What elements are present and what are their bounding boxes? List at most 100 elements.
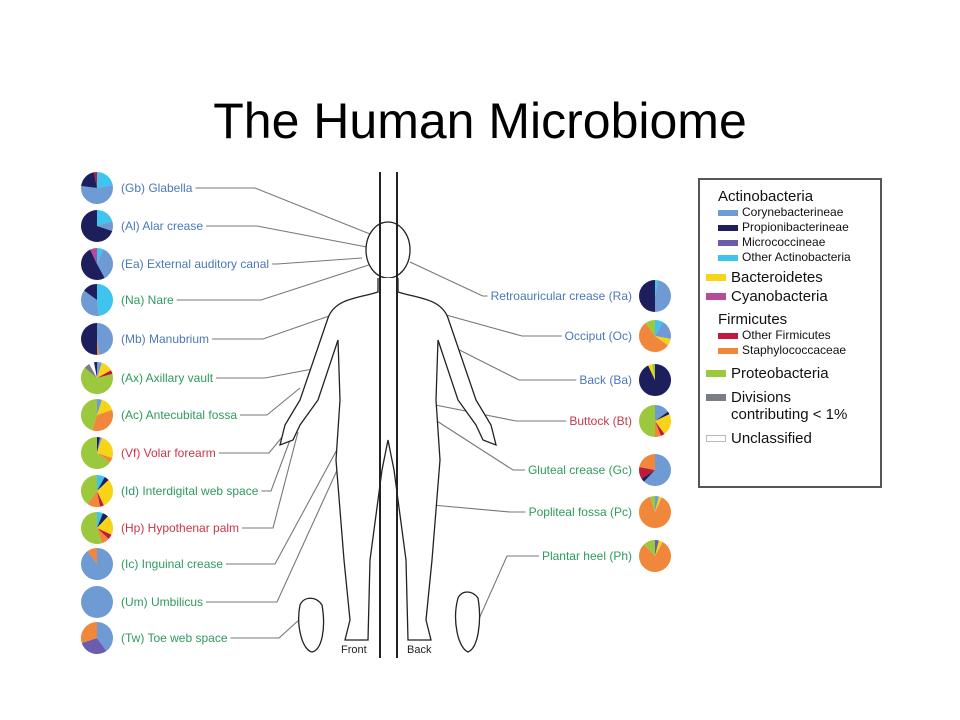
legend-staphylococcaceae: Staphylococcaceae bbox=[718, 343, 876, 358]
pie-slice-corynebacterineae bbox=[644, 454, 671, 486]
pie-slice-proteobacteria bbox=[81, 437, 110, 469]
leader-line bbox=[230, 609, 311, 639]
pie-front-8 bbox=[80, 475, 113, 507]
pie-slice-staphylococcaceae bbox=[81, 622, 97, 643]
legend: Actinobacteria Corynebacterineae Propion… bbox=[698, 178, 882, 488]
body-outline bbox=[279, 221, 497, 653]
legend-label: Divisions bbox=[731, 389, 792, 406]
pie-slice-bacteroidetes bbox=[97, 399, 113, 415]
pie-front-11 bbox=[81, 586, 113, 618]
site-label-front: (Tw) Toe web space bbox=[121, 631, 228, 645]
pie-slice-proteobacteria bbox=[81, 367, 113, 394]
leader-line bbox=[176, 261, 379, 301]
pie-front-1 bbox=[81, 210, 113, 242]
pie-slice-staphylococcaceae bbox=[97, 339, 100, 355]
site-label-back: Retroauricular crease (Ra) bbox=[490, 289, 632, 303]
swatch bbox=[718, 332, 738, 339]
pie-slice-corynebacterineae bbox=[655, 280, 671, 312]
legend-label: Cyanobacteria bbox=[731, 288, 828, 305]
pie-slice-propionibacterineae bbox=[94, 362, 97, 378]
back-label: Back bbox=[407, 644, 432, 656]
pie-slice-micrococcineae bbox=[81, 638, 107, 654]
pie-slice-proteobacteria bbox=[652, 364, 655, 380]
pie-slice-staphylococcaceae bbox=[639, 454, 655, 470]
swatch bbox=[706, 293, 726, 300]
leader-line bbox=[409, 261, 488, 297]
pie-front-6 bbox=[80, 399, 114, 432]
pie-slice-bacteroidetes bbox=[655, 336, 671, 346]
site-label-front: (Ic) Inguinal crease bbox=[121, 557, 224, 571]
site-label-front: (Um) Umbilicus bbox=[121, 595, 203, 609]
pie-slice-proteobacteria bbox=[650, 496, 655, 512]
pie-slice-proteobacteria bbox=[639, 405, 655, 437]
leader-line bbox=[240, 387, 301, 416]
pie-front-12 bbox=[81, 622, 114, 654]
legend-label: Corynebacterineae bbox=[742, 205, 844, 219]
pie-slice-bacteroidetes bbox=[97, 362, 112, 378]
pie-slice-unclassified bbox=[89, 362, 97, 378]
leader-line bbox=[206, 225, 373, 249]
legend-label: Unclassified bbox=[731, 430, 812, 447]
pie-slice-propionibacterineae bbox=[655, 411, 670, 421]
pie-front-0 bbox=[81, 172, 114, 205]
pie-slice-corynebacterineae bbox=[97, 399, 102, 415]
site-label-front: (Id) Interdigital web space bbox=[121, 484, 259, 498]
pie-slice-other-actinobacteria bbox=[97, 284, 114, 316]
legend-corynebacterineae: Corynebacterineae bbox=[718, 205, 876, 220]
swatch bbox=[706, 394, 726, 401]
pie-slice-corynebacterineae bbox=[97, 362, 102, 378]
legend-micrococcineae: Micrococcineae bbox=[718, 235, 876, 250]
pie-slice-other-actinobacteria bbox=[97, 248, 103, 264]
swatch bbox=[718, 209, 738, 216]
legend-cyanobacteria: Cyanobacteria bbox=[706, 287, 876, 306]
pie-slice-corynebacterineae bbox=[97, 221, 113, 231]
pie-front-7 bbox=[81, 437, 114, 469]
pie-front-2 bbox=[81, 248, 113, 280]
pie-slice-other-actinobacteria bbox=[655, 320, 663, 336]
site-label-front: (Mb) Manubrium bbox=[121, 332, 210, 346]
legend-actinobacteria-heading: Actinobacteria bbox=[718, 188, 814, 205]
pie-slice-corynebacterineae bbox=[80, 290, 100, 316]
leader-line bbox=[261, 439, 291, 492]
pie-slice-other-firmicutes bbox=[639, 467, 655, 479]
pie-slice-corynebacterineae bbox=[97, 622, 114, 651]
legend-other-actinobacteria: Other Actinobacteria bbox=[718, 250, 876, 265]
pie-slice-corynebacterineae bbox=[81, 586, 113, 618]
pie-slice-proteobacteria bbox=[80, 475, 97, 504]
swatch bbox=[706, 370, 726, 377]
view-divider bbox=[379, 172, 398, 658]
pie-slice-propionibacterineae bbox=[81, 323, 97, 355]
pie-slice-proteobacteria bbox=[645, 320, 655, 336]
legend-firmicutes-heading: Firmicutes bbox=[718, 311, 788, 328]
pie-slice-proteobacteria bbox=[80, 399, 97, 431]
site-label-front: (Ax) Axillary vault bbox=[121, 371, 214, 385]
pie-slice-staphylococcaceae bbox=[87, 491, 100, 507]
pie-back-2 bbox=[639, 364, 671, 396]
pie-slice-micrococcineae bbox=[655, 540, 659, 556]
site-label-back: Buttock (Bt) bbox=[569, 414, 632, 428]
pie-slice-divisions-lt-1pct bbox=[84, 363, 97, 378]
legend-label: Proteobacteria bbox=[731, 365, 829, 382]
slide-title: The Human Microbiome bbox=[213, 93, 747, 149]
pie-charts bbox=[80, 172, 671, 654]
pie-slice-propionibacterineae bbox=[639, 280, 655, 312]
legend-bacteroidetes: Bacteroidetes bbox=[706, 268, 876, 287]
leader-line bbox=[272, 257, 363, 265]
legend-proteobacteria: Proteobacteria bbox=[706, 364, 876, 383]
pie-slice-bacteroidetes bbox=[655, 540, 663, 556]
pie-slice-propionibacterineae bbox=[81, 249, 105, 280]
pie-slice-cyanobacteria bbox=[90, 248, 97, 264]
pie-slice-corynebacterineae bbox=[97, 322, 114, 355]
pie-slice-corynebacterineae bbox=[97, 437, 102, 453]
pie-slice-other-actinobacteria bbox=[97, 512, 103, 528]
pie-slice-propionibacterineae bbox=[97, 476, 109, 491]
pie-front-9 bbox=[81, 512, 113, 544]
site-label-front: (Al) Alar crease bbox=[121, 219, 204, 233]
leader-line bbox=[411, 404, 525, 471]
front-foot bbox=[298, 597, 325, 653]
site-label-back: Plantar heel (Ph) bbox=[541, 549, 632, 563]
legend-other-firmicutes: Other Firmicutes bbox=[718, 328, 876, 343]
pie-slice-other-actinobacteria bbox=[97, 172, 113, 188]
